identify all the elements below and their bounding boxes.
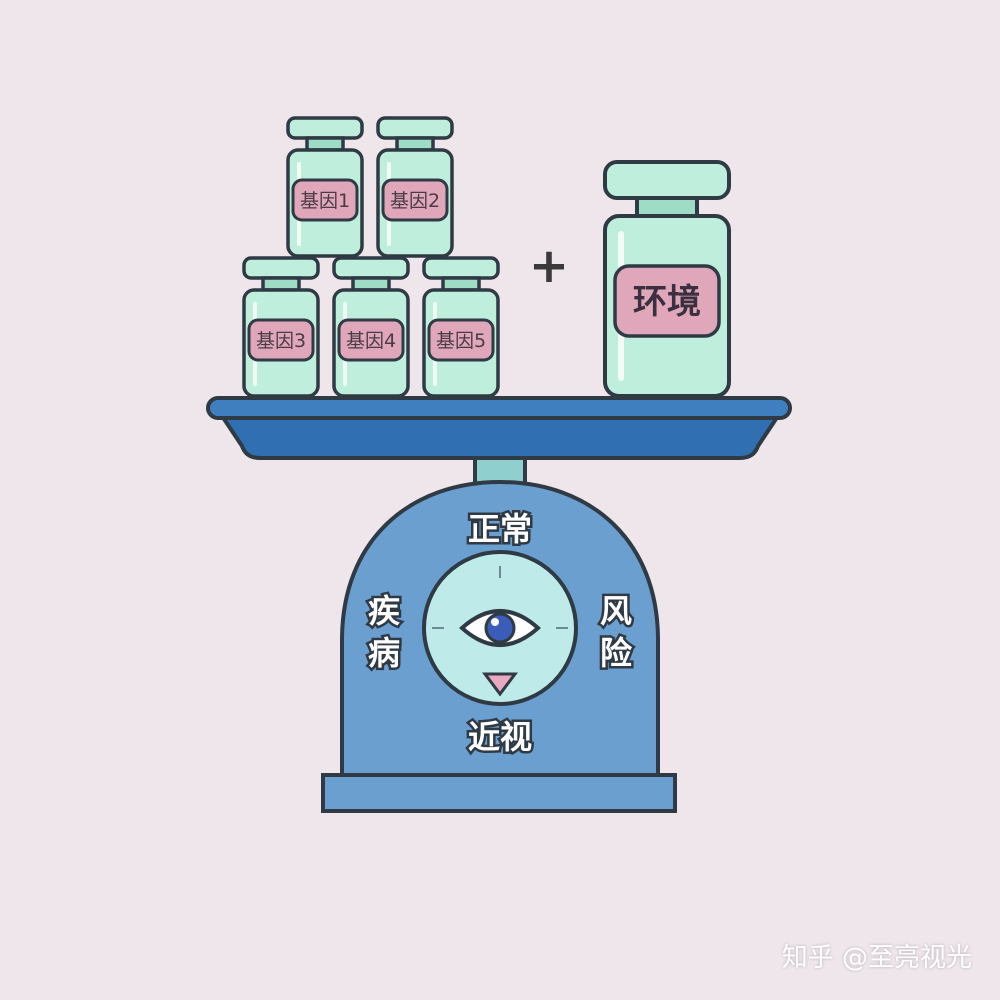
scale-tray xyxy=(206,396,792,460)
dial xyxy=(422,550,578,706)
gene-jar-4: 基因4 xyxy=(332,256,410,398)
dial-label-bottom: 近视 xyxy=(468,718,532,756)
dial-label-left-2: 病 xyxy=(368,634,400,672)
environment-label: 环境 xyxy=(633,282,701,322)
tray-rim xyxy=(206,396,792,420)
environment-jar: 环境 xyxy=(603,160,731,398)
dial-pointer xyxy=(482,672,518,697)
gene-jar-1: 基因1 xyxy=(286,116,364,258)
dial-label-right-1: 风 xyxy=(600,592,632,630)
gene-jar-5: 基因5 xyxy=(422,256,500,398)
dial-label-left-1: 疾 xyxy=(368,592,400,630)
watermark: 知乎 @至亮视光 xyxy=(781,943,972,973)
gene-jar-3: 基因3 xyxy=(242,256,320,398)
dial-label-top: 正常 xyxy=(468,510,532,548)
dial-label-right-2: 险 xyxy=(600,634,633,672)
tray-bowl xyxy=(218,414,782,460)
eye-icon xyxy=(458,609,542,647)
gene-label-1: 基因1 xyxy=(300,190,350,212)
plus-sign: + xyxy=(529,238,569,294)
gene-label-5: 基因5 xyxy=(436,330,486,352)
gene-label-3: 基因3 xyxy=(256,330,306,352)
gene-label-4: 基因4 xyxy=(346,330,396,352)
gene-label-2: 基因2 xyxy=(390,190,440,212)
gene-jar-2: 基因2 xyxy=(376,116,454,258)
scale-base xyxy=(321,773,677,813)
